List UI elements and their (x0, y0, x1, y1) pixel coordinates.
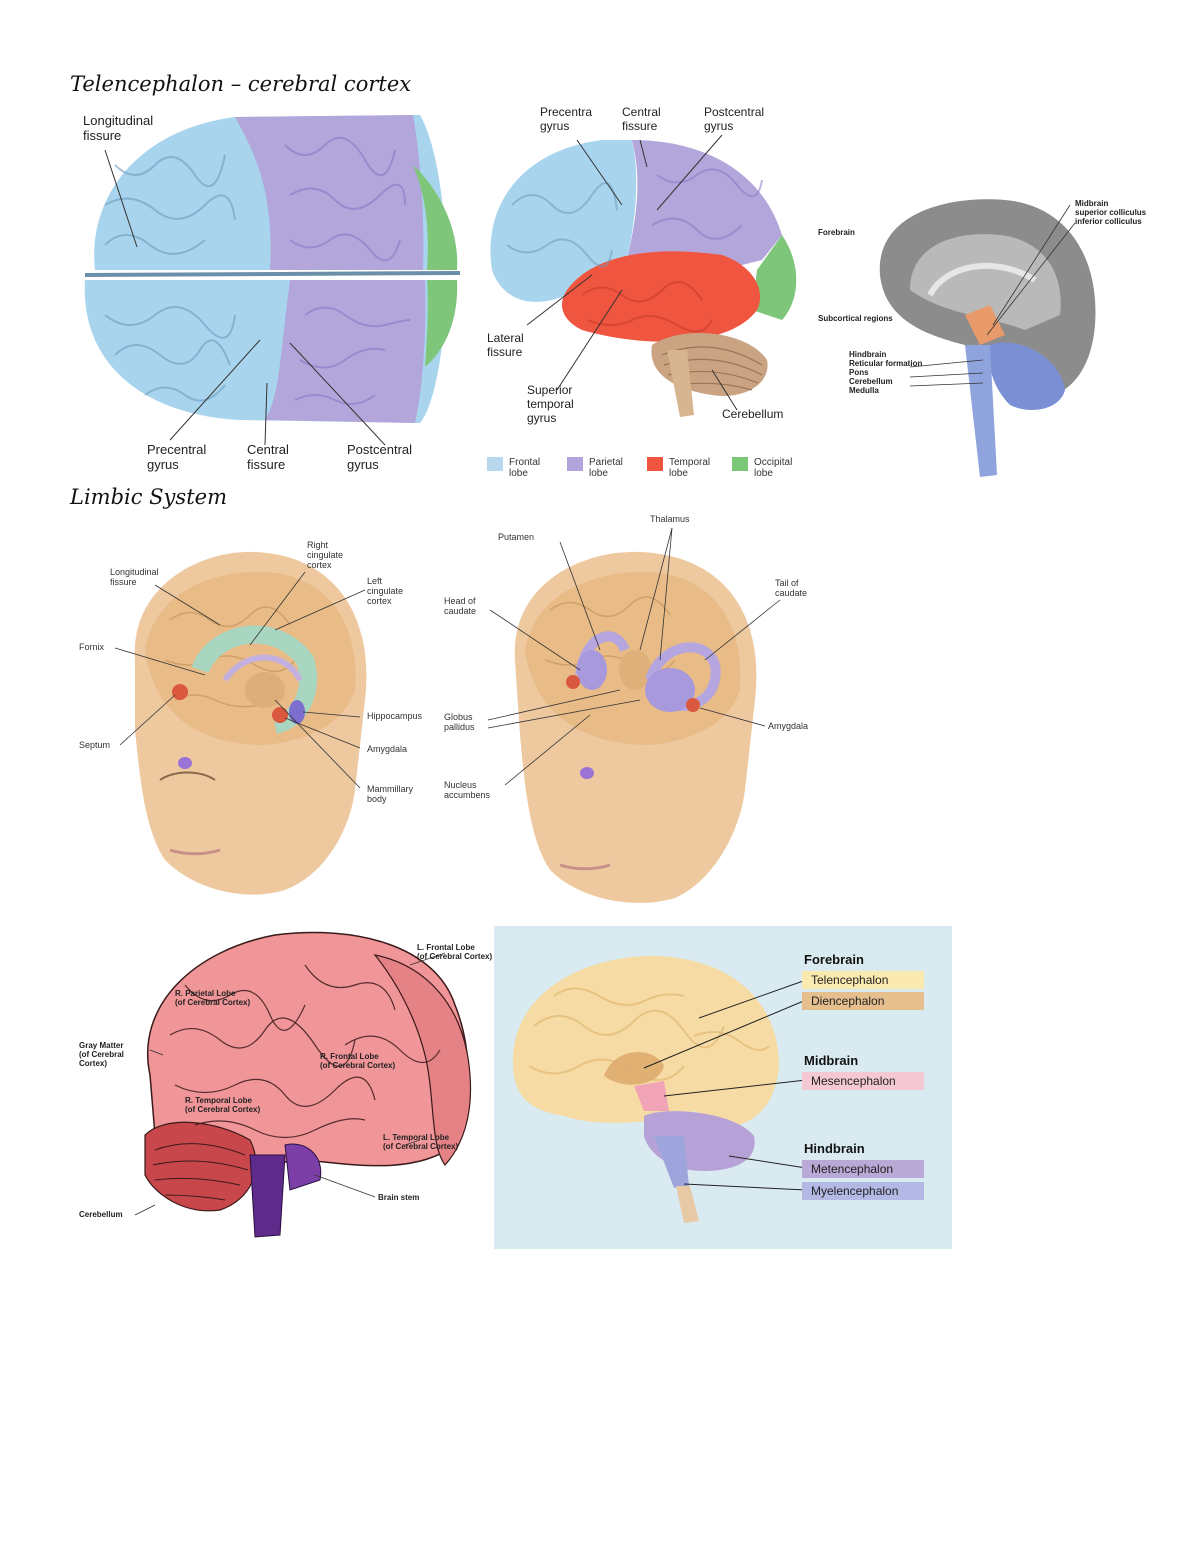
division-telencephalon: Telencephalon (802, 971, 924, 989)
legend-occipital-lobe: Occipital lobe (732, 457, 792, 479)
figure-basal-ganglia: Thalamus Putamen Tail of caudate Head of… (440, 510, 830, 915)
figure-limbic-system: Right cingulate cortex Longitudinal fiss… (75, 530, 445, 905)
label-right-cingulate-cortex: Right cingulate cortex (307, 540, 344, 570)
heading-limbic-system: Limbic System (70, 485, 227, 509)
label-longitudinal-fissure-limbic: Longitudinal fissure (110, 567, 159, 587)
division-mesencephalon: Mesencephalon (802, 1072, 924, 1090)
label-r-parietal-lobe: R. Parietal Lobe (of Cerebral Cortex) (175, 989, 251, 1007)
label-midbrain-sagittal: Midbrain superior colliculus inferior co… (1075, 199, 1147, 226)
label-precentral-gyrus-lateral: Precentra gyrus (540, 105, 593, 133)
label-nucleus-accumbens: Nucleus accumbens (444, 780, 491, 800)
label-precentral-gyrus: Precentral gyrus (147, 442, 207, 472)
label-globus-pallidus: Globus pallidus (444, 712, 475, 732)
label-fornix: Fornix (79, 642, 105, 652)
label-superior-temporal-gyrus: Superior temporal gyrus (527, 383, 574, 425)
division-diencephalon: Diencephalon (802, 992, 924, 1010)
label-head-of-caudate: Head of caudate (444, 596, 477, 616)
label-forebrain-sagittal: Forebrain (818, 228, 855, 237)
label-longitudinal-fissure: Longitudinal fissure (83, 113, 154, 143)
brain-divisions-illustration (512, 955, 807, 1223)
legend-swatch (732, 457, 748, 471)
figure-cortex-top-view: Longitudinal fissure Precentral gyrus Ce… (75, 105, 465, 485)
legend-label: Temporal lobe (669, 457, 711, 479)
label-gray-matter: Gray Matter (of Cerebral Cortex) (79, 1041, 124, 1068)
label-thalamus: Thalamus (650, 514, 690, 524)
division-metencephalon: Metencephalon (802, 1160, 924, 1178)
division-group-hindbrain: Hindbrain (804, 1141, 865, 1156)
label-l-frontal-lobe: L. Frontal Lobe (of Cerebral Cortex) (417, 943, 493, 961)
limbic-head-illustration (114, 551, 367, 895)
legend-label: Frontal lobe (509, 457, 541, 479)
label-central-fissure: Central fissure (247, 442, 289, 472)
brain-lateral-view-illustration (490, 134, 797, 417)
figure-sagittal-section: Forebrain Subcortical regions Midbrain s… (815, 195, 1155, 485)
legend-frontal-lobe: Frontal lobe (487, 457, 540, 479)
label-amygdala-limbic: Amygdala (367, 744, 408, 754)
legend-swatch (647, 457, 663, 471)
brain-top-view-illustration (84, 115, 461, 446)
label-hindbrain-sagittal: Hindbrain Reticular formation Pons Cereb… (849, 350, 923, 395)
figure-brain-divisions: Forebrain Telencephalon Diencephalon Mid… (494, 926, 952, 1249)
figure-red-brain-lobes: L. Frontal Lobe (of Cerebral Cortex) R. … (75, 925, 495, 1245)
basal-ganglia-head-illustration (487, 527, 781, 903)
label-tail-of-caudate: Tail of caudate (775, 578, 808, 598)
label-r-frontal-lobe: R. Frontal Lobe (of Cerebral Cortex) (320, 1052, 396, 1070)
heading-telencephalon: Telencephalon – cerebral cortex (70, 72, 412, 96)
label-hippocampus: Hippocampus (367, 711, 423, 721)
label-septum: Septum (79, 740, 111, 750)
brain-sagittal-illustration (879, 199, 1096, 477)
label-postcentral-gyrus-lateral: Postcentral gyrus (704, 105, 765, 133)
label-central-fissure-lateral: Central fissure (622, 105, 661, 133)
label-putamen: Putamen (498, 532, 535, 542)
label-brain-stem: Brain stem (378, 1193, 420, 1202)
label-lateral-fissure: Lateral fissure (487, 331, 524, 359)
division-group-midbrain: Midbrain (804, 1053, 859, 1068)
division-myelencephalon: Myelencephalon (802, 1182, 924, 1200)
label-l-temporal-lobe: L. Temporal Lobe (of Cerebral Cortex) (383, 1133, 459, 1151)
label-cerebellum-red: Cerebellum (79, 1210, 123, 1219)
label-cerebellum-lateral: Cerebellum (722, 407, 784, 421)
red-brain-illustration (134, 931, 472, 1238)
division-group-forebrain: Forebrain (804, 952, 864, 967)
legend-parietal-lobe: Parietal lobe (567, 457, 623, 479)
legend-label: Occipital lobe (754, 457, 793, 479)
figure-cortex-lateral-view: Precentra gyrus Central fissure Postcent… (482, 95, 802, 485)
legend-label: Parietal lobe (589, 457, 623, 479)
legend-temporal-lobe: Temporal lobe (647, 457, 710, 479)
label-r-temporal-lobe: R. Temporal Lobe (of Cerebral Cortex) (185, 1096, 261, 1114)
legend-swatch (567, 457, 583, 471)
label-mammillary-body: Mammillary body (367, 784, 413, 804)
label-amygdala-basal: Amygdala (768, 721, 809, 731)
label-left-cingulate-cortex: Left cingulate cortex (367, 576, 404, 606)
label-subcortical-regions: Subcortical regions (818, 314, 893, 323)
label-postcentral-gyrus: Postcentral gyrus (347, 442, 413, 472)
legend-swatch (487, 457, 503, 471)
